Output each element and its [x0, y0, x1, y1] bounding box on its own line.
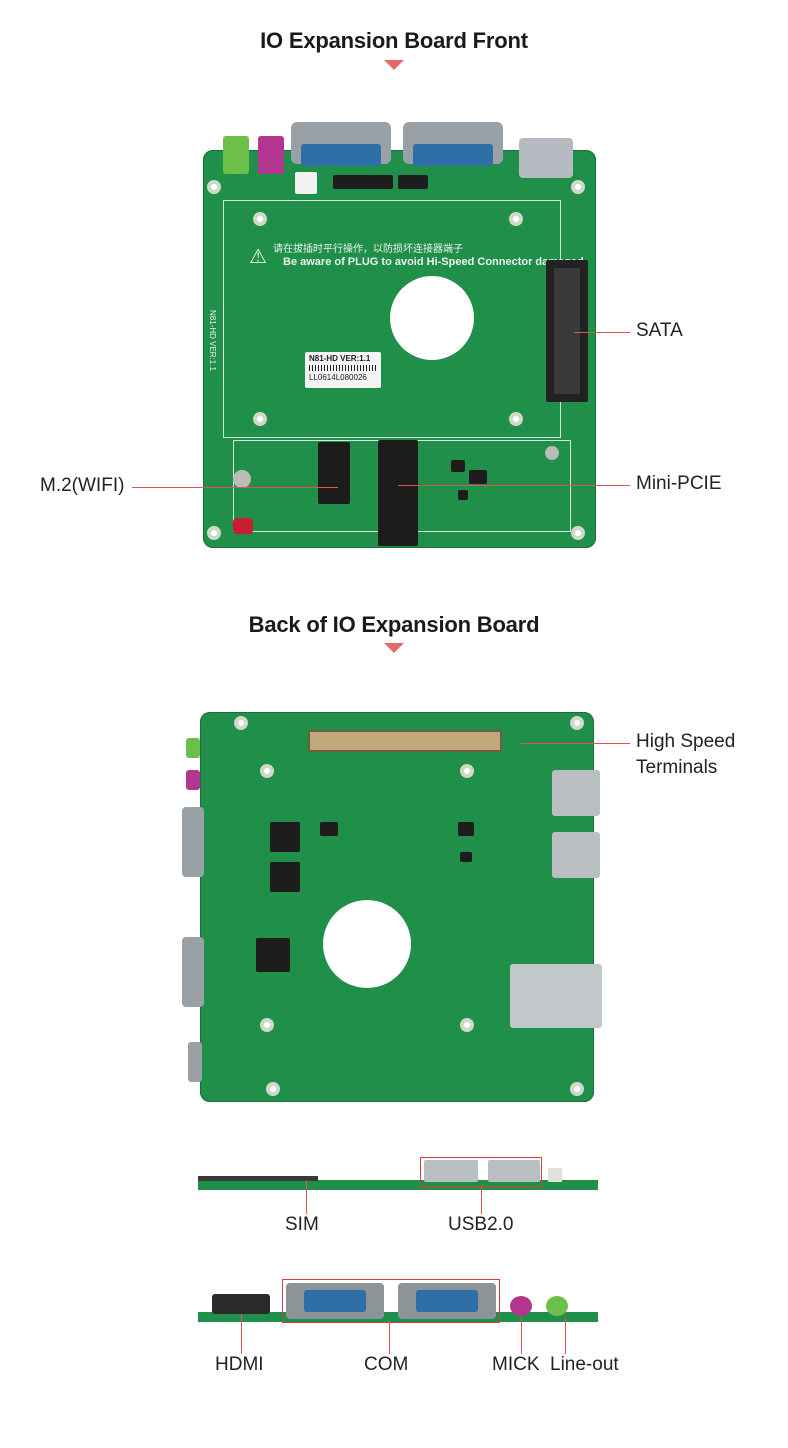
serial-text: LL0614L080026 — [309, 373, 367, 382]
mic-jack-back — [186, 770, 200, 790]
m2-leader-line — [132, 487, 338, 488]
side-view-1-board — [198, 1180, 598, 1190]
com-port-2-body — [413, 144, 493, 166]
mount-hole — [253, 212, 267, 226]
com-leader-line — [389, 1321, 390, 1354]
com-port-side-1-body — [304, 1290, 366, 1312]
mount-hole — [570, 716, 584, 730]
sim-leader-line — [306, 1180, 307, 1214]
high-speed-leader-line — [520, 743, 630, 744]
mount-hole — [260, 1018, 274, 1032]
mini-pcie-label: Mini-PCIE — [636, 473, 722, 494]
usb-label: USB2.0 — [448, 1214, 514, 1235]
line-out-jack-back — [186, 738, 200, 758]
mount-hole — [234, 716, 248, 730]
side-view-1-connector — [548, 1168, 562, 1182]
smd-chip — [460, 852, 472, 862]
com-port-1-body — [301, 144, 381, 166]
high-speed-label-1: High Speed — [636, 731, 736, 752]
mount-hole — [571, 526, 585, 540]
m2-slot — [318, 442, 350, 504]
mic-jack-side — [510, 1296, 532, 1316]
mount-hole — [253, 412, 267, 426]
high-speed-label-2: Terminals — [636, 757, 718, 778]
hdmi-leader-line — [241, 1314, 242, 1354]
sim-label: SIM — [285, 1214, 319, 1235]
com-label: COM — [364, 1354, 409, 1375]
mount-hole — [571, 180, 585, 194]
ic-chip — [270, 822, 300, 852]
ic-chip — [256, 938, 290, 972]
com-port-side-2-body — [416, 1290, 478, 1312]
sata-label: SATA — [636, 320, 683, 341]
mount-hole — [260, 764, 274, 778]
center-hole — [323, 900, 411, 988]
screw — [545, 446, 559, 460]
smd-chip — [451, 460, 465, 472]
usb-port-side-2 — [488, 1160, 540, 1182]
center-hole — [390, 276, 474, 360]
pin-header-2 — [398, 175, 428, 189]
barcode — [309, 365, 377, 371]
screw — [233, 470, 251, 488]
usb-highlight-box — [420, 1157, 542, 1187]
version-text: N81-HD VER:1.1 — [309, 354, 371, 363]
smd-chip — [458, 490, 468, 500]
smd-chip — [469, 470, 487, 484]
front-title: IO Expansion Board Front — [260, 28, 528, 53]
usb-port-2 — [552, 832, 600, 878]
warning-en: Be aware of PLUG to avoid Hi-Speed Conne… — [283, 256, 584, 268]
mount-hole — [207, 180, 221, 194]
front-title-marker — [384, 60, 404, 70]
line-out-jack-side — [546, 1296, 568, 1316]
side-view-1-components — [198, 1176, 318, 1181]
com-port-2-back — [182, 937, 204, 1007]
com-port-1-back — [182, 807, 204, 877]
hdmi-back — [188, 1042, 202, 1082]
usb-port-1 — [552, 770, 600, 816]
front-board-image: 请在拔插时平行操作，以防损坏连接器端子 Be aware of PLUG to … — [203, 122, 596, 548]
high-speed-connector — [308, 730, 502, 752]
sata-slot — [554, 268, 580, 394]
hdmi-label: HDMI — [215, 1354, 264, 1375]
line-out-label: Line-out — [550, 1354, 619, 1375]
mic-jack — [258, 136, 284, 174]
usb-port-side-1 — [424, 1160, 478, 1182]
line-out-leader-line — [565, 1316, 566, 1354]
back-title: Back of IO Expansion Board — [248, 612, 540, 637]
hdmi-port-side — [212, 1294, 270, 1314]
mini-pcie-slot — [378, 440, 418, 546]
mick-leader-line — [521, 1316, 522, 1354]
com-highlight-box — [282, 1279, 500, 1323]
mount-hole — [266, 1082, 280, 1096]
usb-leader-line — [481, 1185, 482, 1214]
mount-hole — [460, 1018, 474, 1032]
back-board-image — [182, 712, 602, 1102]
mini-pcie-leader-line — [398, 485, 630, 486]
warning-icon: ⚠ — [249, 246, 267, 268]
ic-chip — [270, 862, 300, 892]
m2-label: M.2(WIFI) — [40, 475, 125, 496]
sata-leader-line — [574, 332, 630, 333]
mount-hole — [570, 1082, 584, 1096]
pin-header-1 — [333, 175, 393, 189]
smd-chip — [320, 822, 338, 836]
side-version-text: N81-HD VER:1.1 — [208, 310, 217, 371]
back-title-marker — [384, 643, 404, 653]
mount-hole — [460, 764, 474, 778]
mick-label: MICK — [492, 1354, 540, 1375]
version-sticker: N81-HD VER:1.1 LL0614L080026 — [305, 352, 381, 388]
warning-cn: 请在拔插时平行操作，以防损坏连接器端子 — [273, 244, 463, 255]
smd-chip — [458, 822, 474, 836]
sim-slot — [510, 964, 602, 1028]
capacitor — [233, 518, 253, 534]
mount-hole — [207, 526, 221, 540]
line-out-jack — [223, 136, 249, 174]
white-connector — [295, 172, 317, 194]
hdmi-port — [519, 138, 573, 178]
mount-hole — [509, 212, 523, 226]
mount-hole — [509, 412, 523, 426]
